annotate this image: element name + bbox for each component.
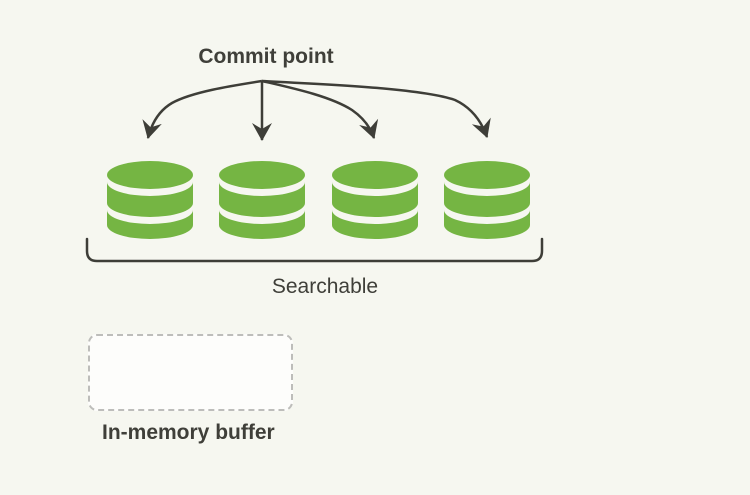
database-cylinder-icon: [444, 161, 530, 239]
arrow-to-segment-4: [261, 79, 491, 138]
commit-point-label: Commit point: [198, 45, 334, 68]
database-cylinder-icon: [332, 161, 418, 239]
commit-point-arrows: [142, 79, 491, 141]
database-cylinder-icon: [219, 161, 305, 239]
in-memory-buffer-label: In-memory buffer: [102, 421, 275, 444]
arrow-to-segment-1: [142, 79, 263, 139]
database-cylinder-icon: [107, 161, 193, 239]
searchable-bracket: [85, 237, 544, 263]
searchable-label: Searchable: [271, 275, 379, 298]
arrow-to-segment-3: [261, 79, 379, 139]
in-memory-buffer-box: [88, 334, 293, 411]
